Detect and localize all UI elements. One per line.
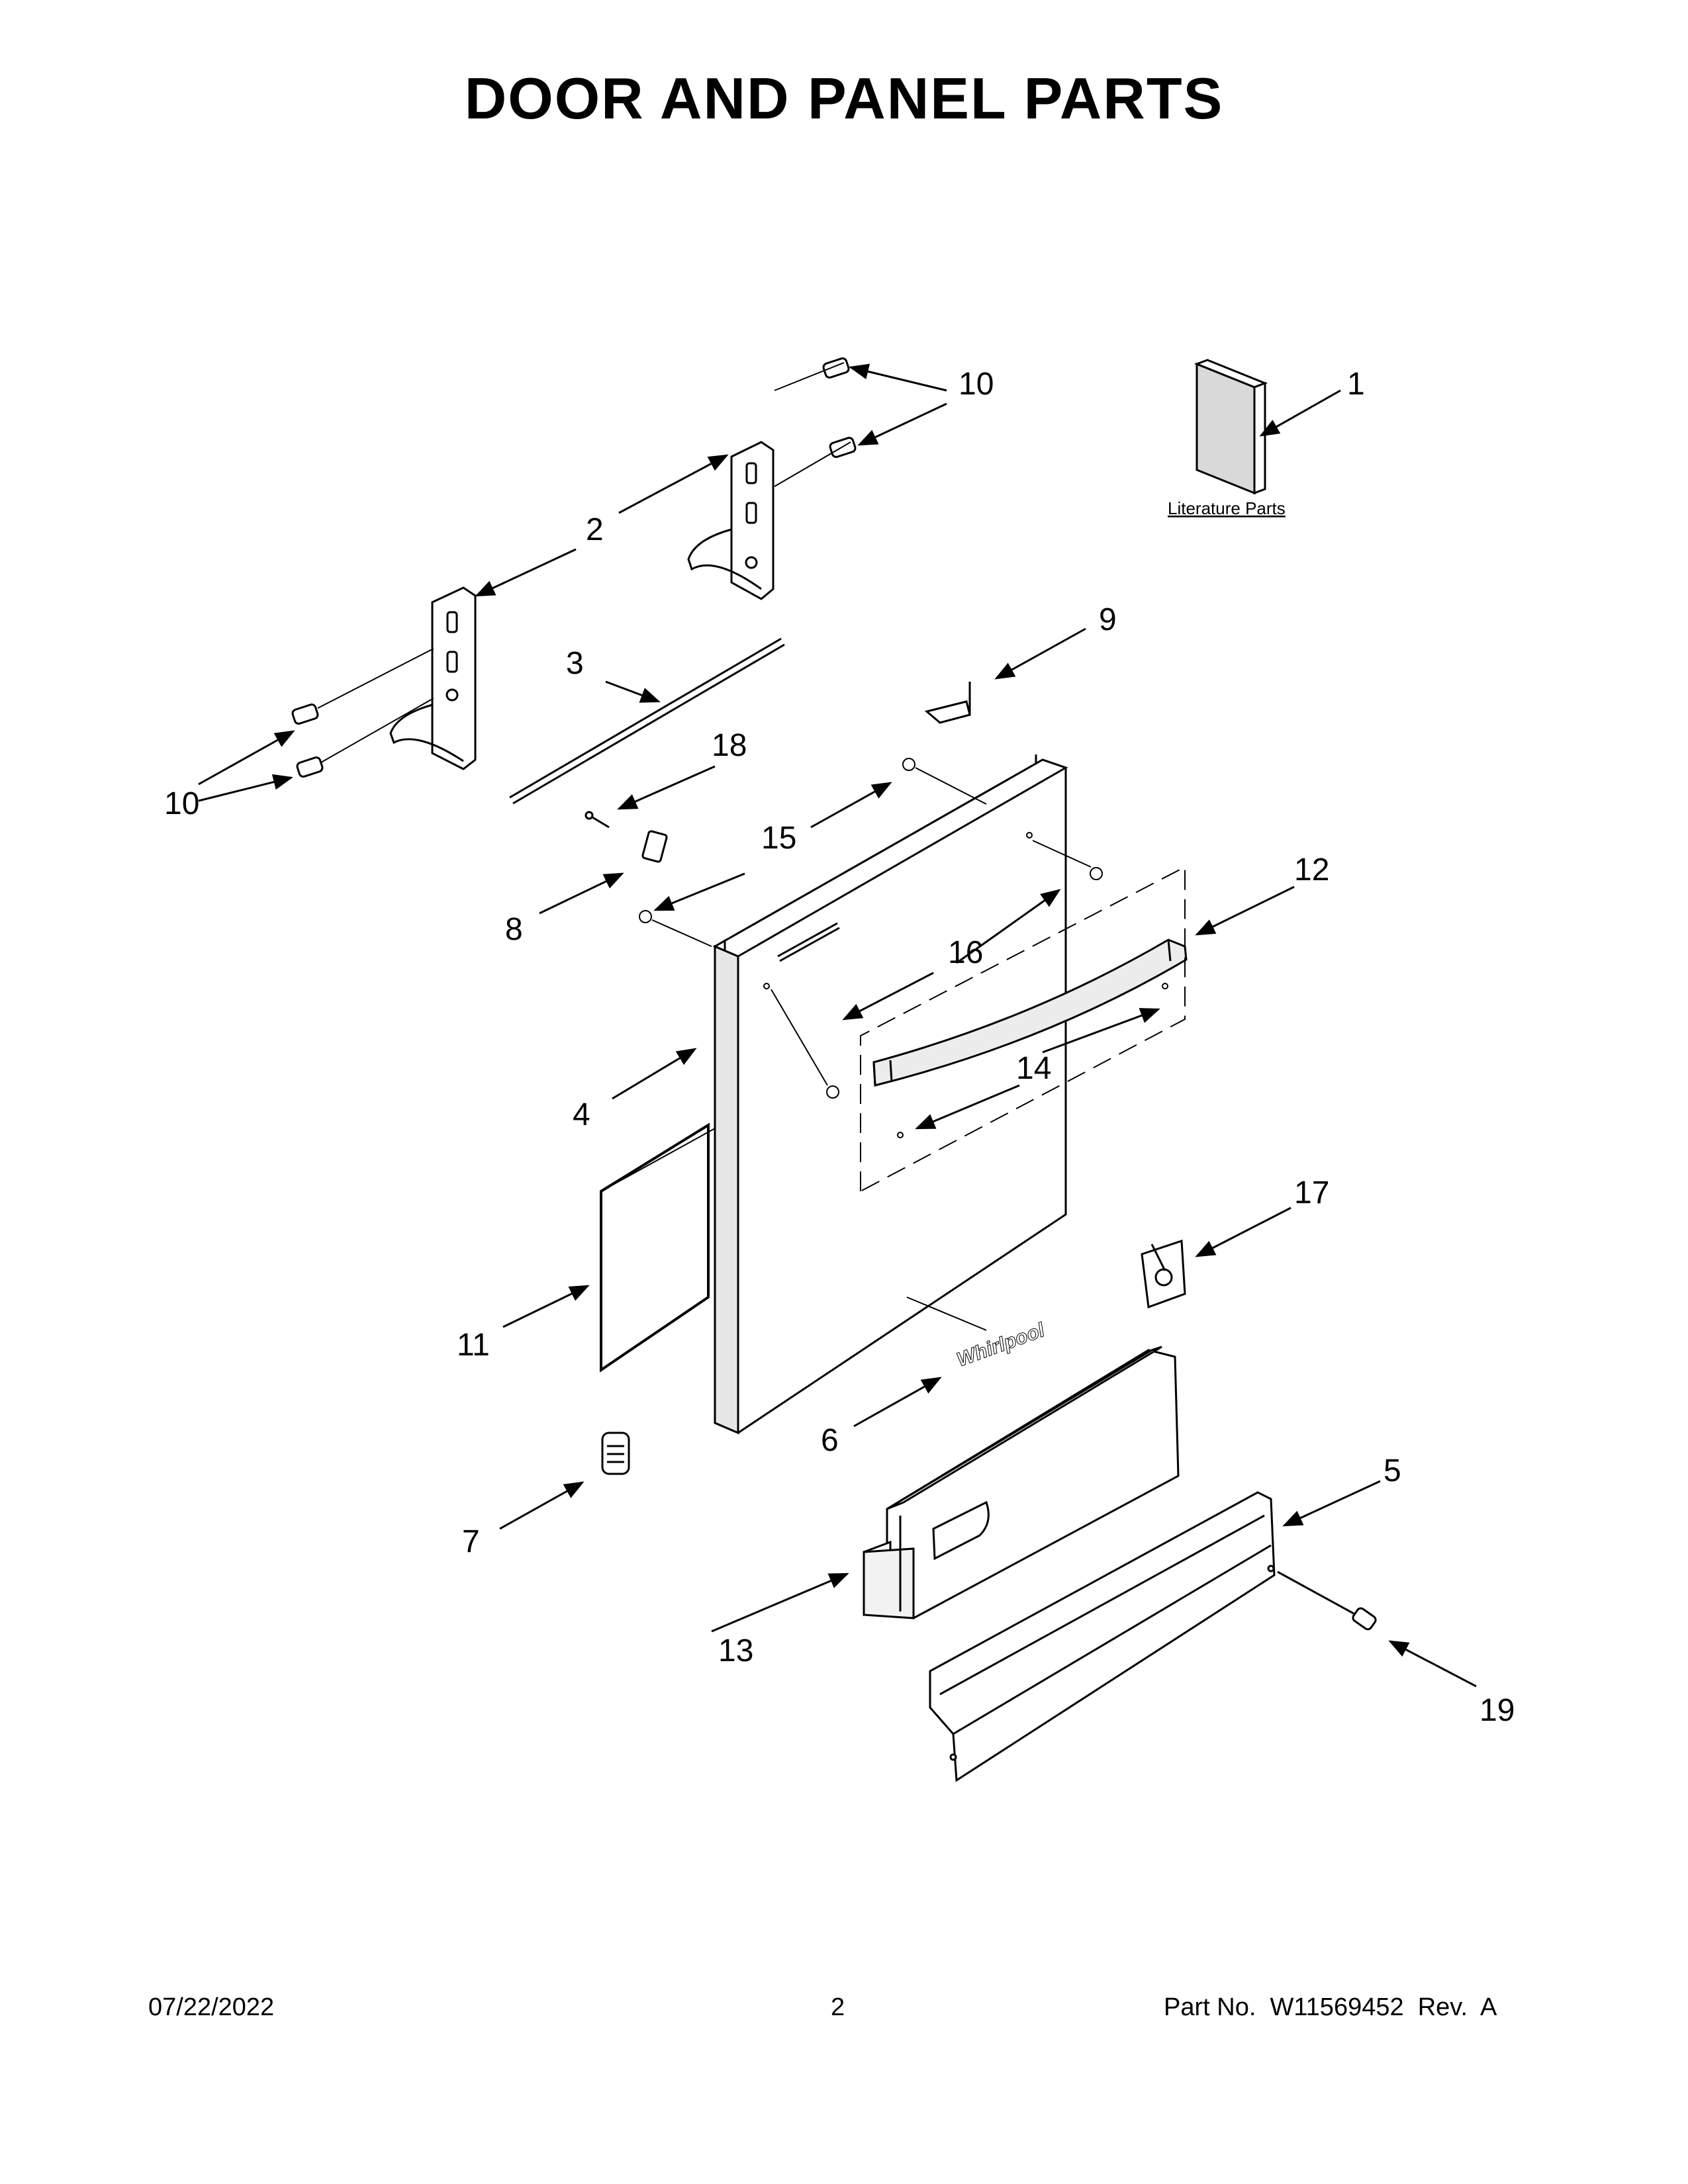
literature-parts-label[interactable]: Literature Parts: [1168, 498, 1286, 518]
leader-arrows: [198, 363, 1477, 1688]
footer-date: 07/22/2022: [148, 1993, 275, 2021]
toe-panel-block[interactable]: [863, 1345, 1180, 1619]
handle-boundary: [860, 866, 1186, 1192]
callout-6[interactable]: 6: [821, 1423, 839, 1458]
door-hinge-bracket-lower[interactable]: [389, 586, 477, 770]
door-bumper[interactable]: [601, 1432, 630, 1475]
callout-16[interactable]: 16: [948, 935, 983, 970]
page-title: DOOR AND PANEL PARTS: [464, 66, 1224, 131]
door-rod[interactable]: [509, 637, 785, 805]
callout-11[interactable]: 11: [457, 1328, 490, 1363]
callout-19[interactable]: 19: [1479, 1693, 1515, 1728]
callout-12[interactable]: 12: [1294, 852, 1329, 887]
latch-strike[interactable]: [1141, 1239, 1186, 1309]
access-panel[interactable]: [929, 1491, 1276, 1782]
clip[interactable]: [924, 682, 971, 724]
insulation-pad[interactable]: [600, 1122, 710, 1373]
footer-page-number: 2: [831, 1993, 845, 2021]
callout-10-top[interactable]: 10: [959, 367, 994, 402]
callout-8[interactable]: 8: [505, 912, 523, 947]
callout-1[interactable]: 1: [1347, 367, 1365, 402]
callout-9[interactable]: 9: [1099, 602, 1117, 637]
callout-7[interactable]: 7: [462, 1524, 480, 1559]
callout-15[interactable]: 15: [761, 821, 796, 856]
brand-logo[interactable]: Whirlpool: [954, 1319, 1049, 1372]
callout-numbers: 1 2 3 4 5 6 7 8 9 10 10 11 12 13 14 15 1…: [164, 367, 1515, 1728]
callout-13[interactable]: 13: [718, 1633, 753, 1668]
callout-10-bottom[interactable]: 10: [164, 786, 199, 821]
callout-4[interactable]: 4: [573, 1097, 590, 1132]
door-handle[interactable]: [872, 938, 1188, 1087]
callout-14[interactable]: 14: [1016, 1051, 1051, 1086]
small-screw-and-bracket[interactable]: [585, 811, 668, 863]
panel-screw[interactable]: [1277, 1570, 1377, 1631]
callout-18[interactable]: 18: [712, 728, 747, 763]
callout-3[interactable]: 3: [566, 646, 584, 681]
footer-part-number: Part No. W11569452 Rev. A: [1164, 1993, 1497, 2021]
outer-door-panel[interactable]: [712, 754, 1068, 1435]
literature-booklet[interactable]: [1194, 359, 1268, 495]
callout-5[interactable]: 5: [1383, 1453, 1401, 1488]
callout-2[interactable]: 2: [586, 512, 604, 547]
door-hinge-bracket-upper[interactable]: [687, 441, 774, 600]
callout-17[interactable]: 17: [1294, 1175, 1329, 1210]
